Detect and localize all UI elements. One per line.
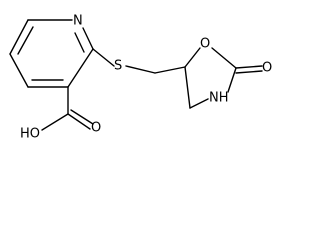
atom-ring-n: N bbox=[73, 14, 83, 29]
bond-cooh-o-1 bbox=[67, 113, 91, 130]
thioether-linkage bbox=[92, 48, 186, 74]
bond-c4-c5 bbox=[9, 53, 29, 88]
pyridine-ring bbox=[9, 19, 94, 88]
structure-canvas: N S O O NH HO O bbox=[9, 13, 273, 142]
bond-c5-c6-inner bbox=[17, 26, 34, 55]
bond-carbonyl-2 bbox=[235, 70, 263, 74]
bond-cooh-oh bbox=[41, 113, 69, 131]
bond-c2-c3 bbox=[67, 48, 94, 88]
atom-acid-o: O bbox=[91, 121, 101, 136]
bond-n3-c4 bbox=[189, 98, 209, 109]
bond-n-c2 bbox=[82, 27, 94, 50]
bond-c5-c6 bbox=[9, 19, 29, 55]
bond-carbonyl-1 bbox=[235, 65, 263, 69]
bond-cooh-o-2 bbox=[70, 109, 94, 125]
atom-ring-o: O bbox=[200, 37, 210, 52]
bond-c2-s bbox=[92, 48, 115, 67]
bond-o1-c2 bbox=[211, 47, 237, 69]
bond-c2-n3 bbox=[227, 67, 237, 93]
bond-c4-c5 bbox=[184, 66, 191, 109]
atom-carbonyl-o: O bbox=[262, 61, 272, 76]
molecule-drawing: N S O O NH HO O bbox=[9, 14, 272, 142]
atom-ring-nh: NH bbox=[209, 91, 229, 106]
atom-thioether-s: S bbox=[114, 59, 122, 74]
oxazolidinone-ring bbox=[184, 47, 263, 109]
bond-s-ch2 bbox=[125, 65, 156, 74]
bond-c5-o1 bbox=[184, 47, 201, 68]
bond-ch2-c5 bbox=[154, 66, 186, 74]
atom-acid-ho: HO bbox=[20, 127, 40, 142]
carboxylic-acid bbox=[41, 86, 94, 131]
bond-n-c2-inner bbox=[74, 32, 85, 53]
